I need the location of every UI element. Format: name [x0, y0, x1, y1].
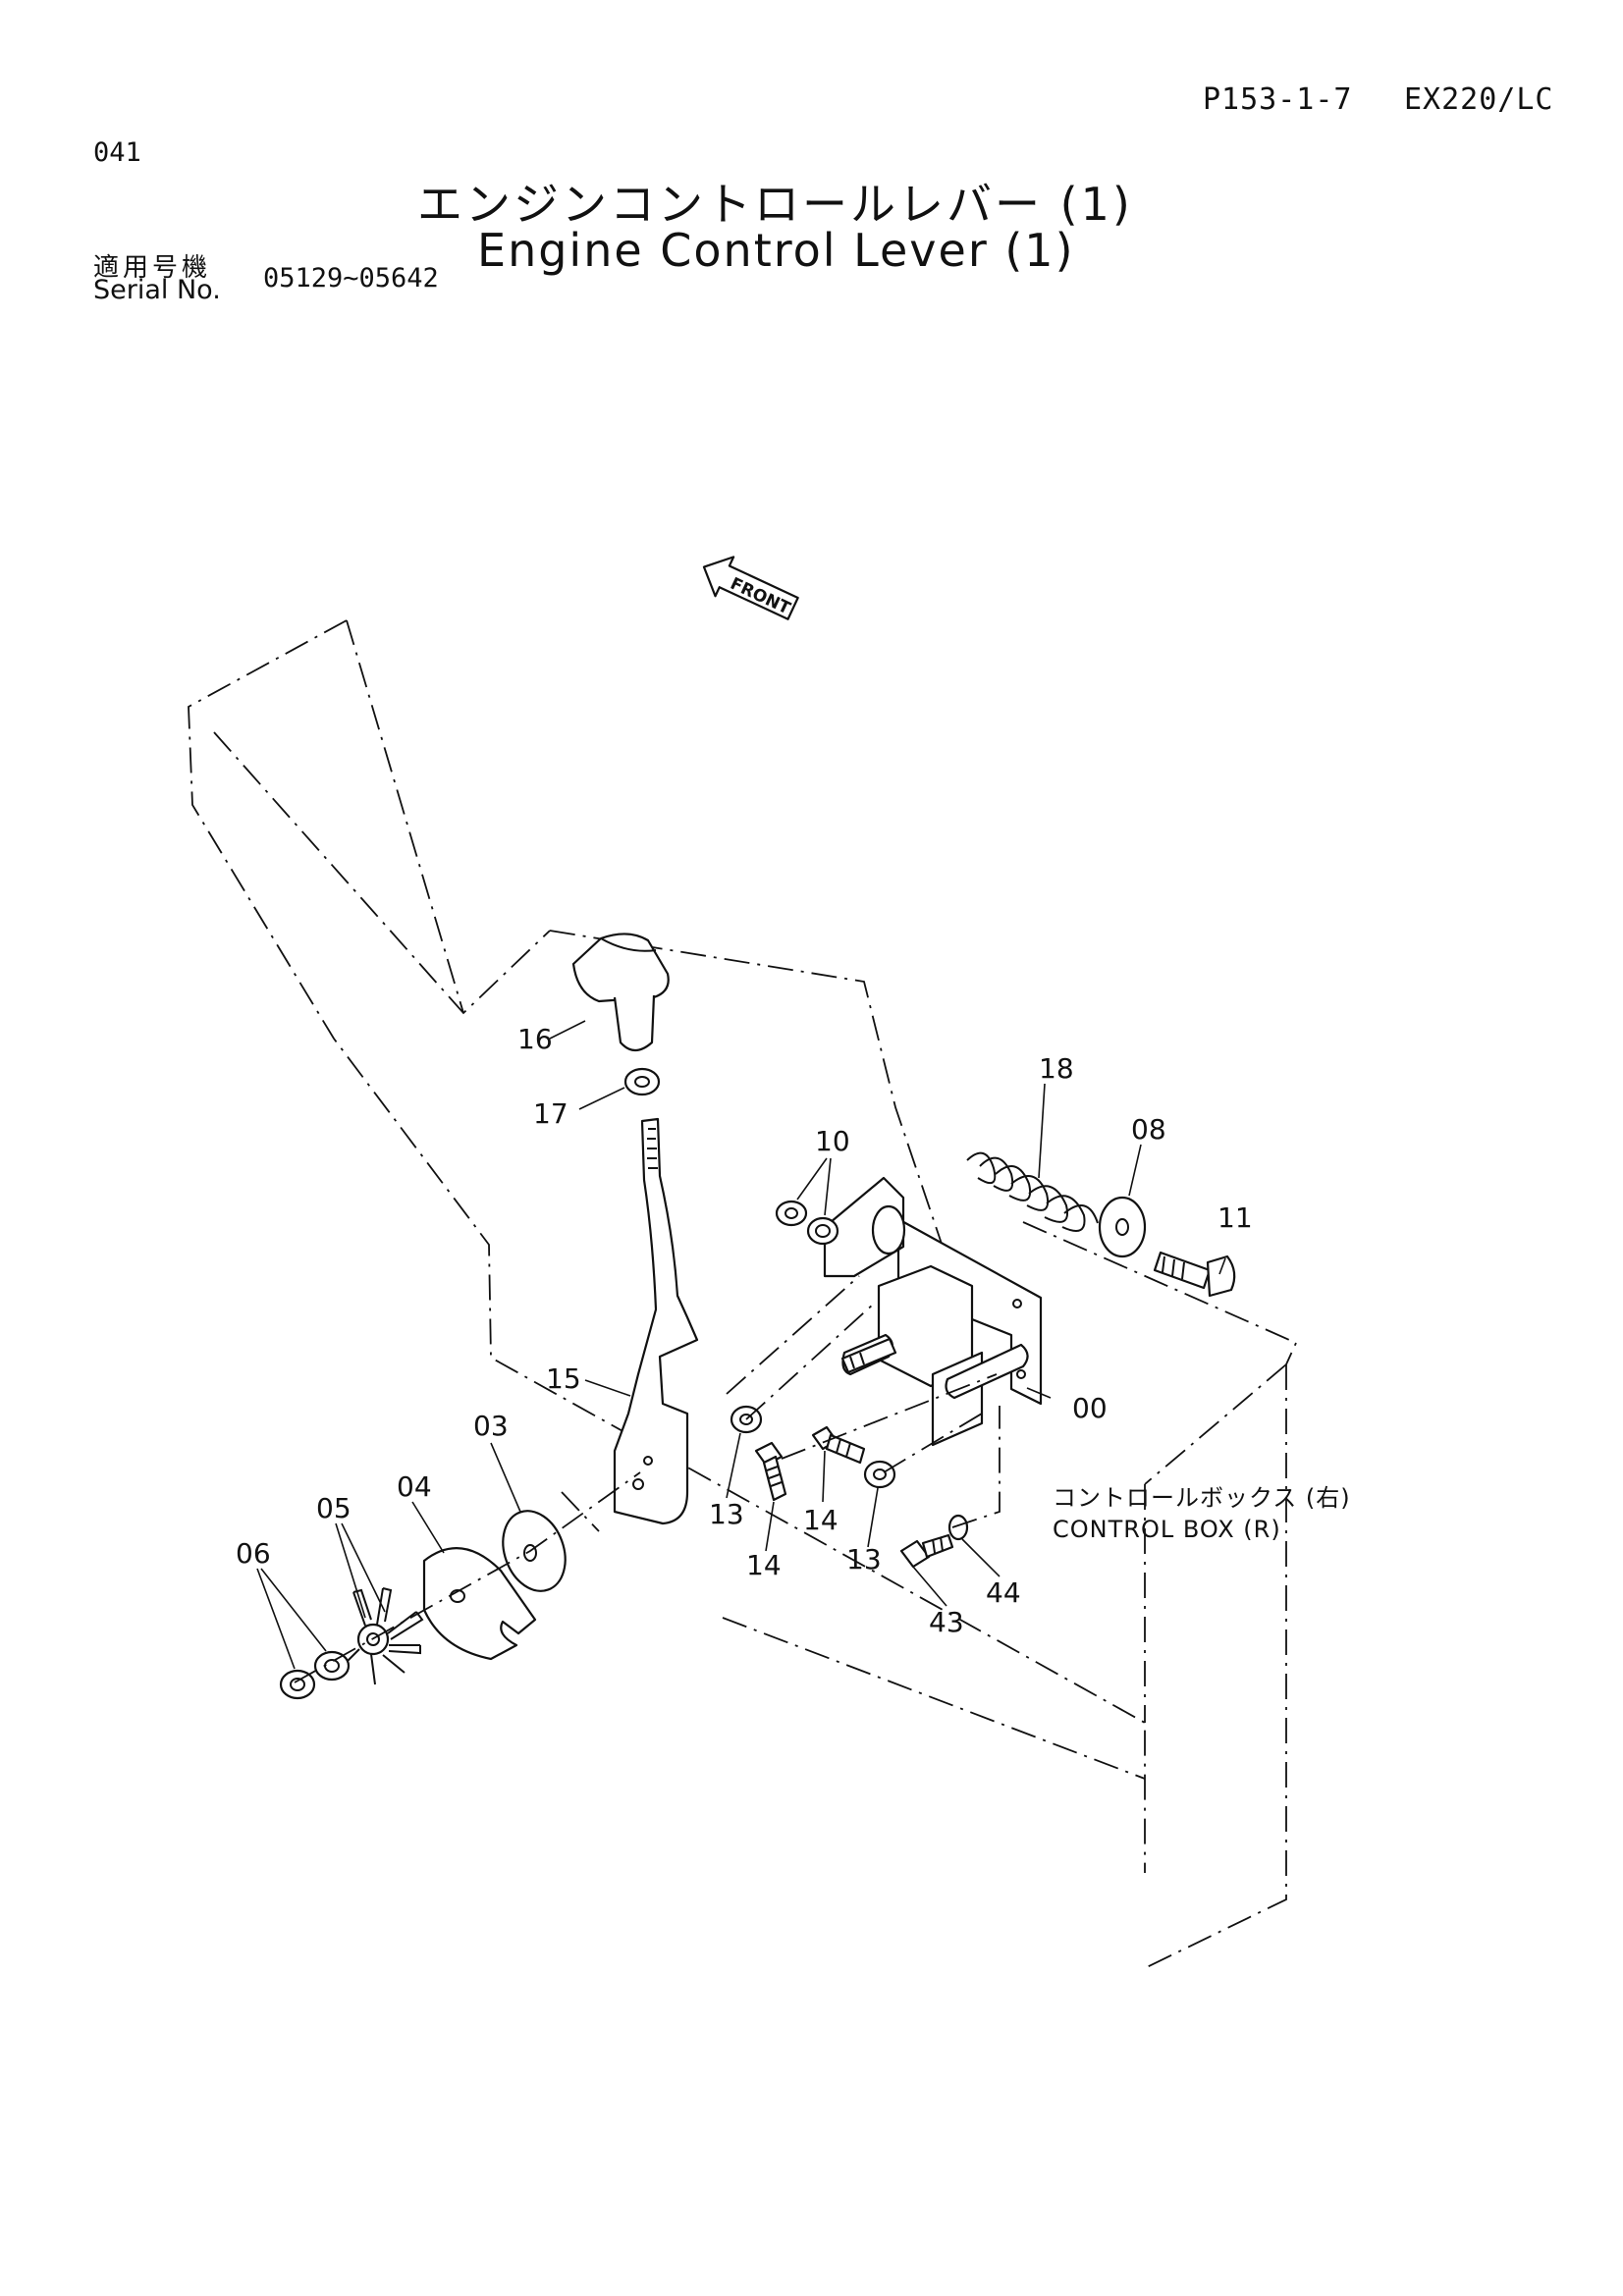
page-reference: P153-1-7 [1203, 82, 1353, 117]
washer-part-44 [947, 1514, 969, 1541]
callout-00: 00 [1072, 1392, 1108, 1424]
serial-range: 05129~05642 [263, 263, 439, 294]
callout-08: 08 [1131, 1113, 1166, 1146]
callout-labels: 16 17 10 18 08 11 15 03 04 05 06 00 13 1… [236, 1023, 1253, 1638]
callout-14-left: 14 [746, 1549, 782, 1581]
callout-03: 03 [473, 1410, 509, 1442]
control-box-label-english: CONTROL BOX (R) [1053, 1516, 1281, 1543]
leader-lines [256, 1020, 1226, 1670]
callout-05: 05 [316, 1492, 352, 1524]
nut-part-06 [279, 1650, 351, 1700]
callout-04: 04 [397, 1470, 432, 1503]
callout-13-right: 13 [846, 1543, 882, 1575]
bolt-part-14-right [811, 1425, 866, 1465]
spring-part-18 [966, 1151, 1099, 1232]
serial-label-english: Serial No. [93, 275, 221, 305]
callout-44: 44 [986, 1576, 1021, 1609]
model-code: EX220/LC [1404, 82, 1554, 117]
nut-part-17 [623, 1067, 661, 1096]
disc-part-03 [502, 1510, 567, 1592]
callout-14-right: 14 [803, 1504, 839, 1536]
control-box-label-japanese: コントロールボックス (右) [1053, 1484, 1351, 1512]
washer-part-08 [1098, 1196, 1147, 1258]
callout-17: 17 [533, 1097, 568, 1130]
page-number: 041 [93, 137, 141, 168]
bolt-part-43 [899, 1533, 954, 1569]
lever-part-15 [613, 1117, 699, 1525]
callout-06: 06 [236, 1537, 271, 1570]
callout-13-left: 13 [709, 1498, 744, 1530]
bolt-part-11 [1153, 1251, 1236, 1298]
bolt-part-14-left [754, 1441, 787, 1502]
nut-part-10 [775, 1200, 839, 1246]
callout-10: 10 [815, 1125, 850, 1157]
serial-label-japanese: 適用号機 [93, 253, 212, 283]
knob-part-16 [571, 933, 670, 1052]
title-japanese: エンジンコントロールレバー (1) [417, 178, 1133, 231]
console-outline [188, 619, 1298, 1969]
callout-43: 43 [929, 1606, 964, 1638]
stud-bolt [840, 1337, 897, 1374]
bracket-part-00 [823, 1176, 1043, 1447]
title-english: Engine Control Lever (1) [477, 224, 1075, 277]
callout-18: 18 [1039, 1052, 1074, 1085]
front-arrow-icon: FRONT [702, 556, 799, 620]
nut-part-13-right [863, 1460, 896, 1489]
assembly-axis-lines [294, 1275, 1001, 1683]
callout-11: 11 [1217, 1201, 1253, 1234]
callout-15: 15 [546, 1362, 581, 1395]
callout-16: 16 [517, 1023, 553, 1055]
